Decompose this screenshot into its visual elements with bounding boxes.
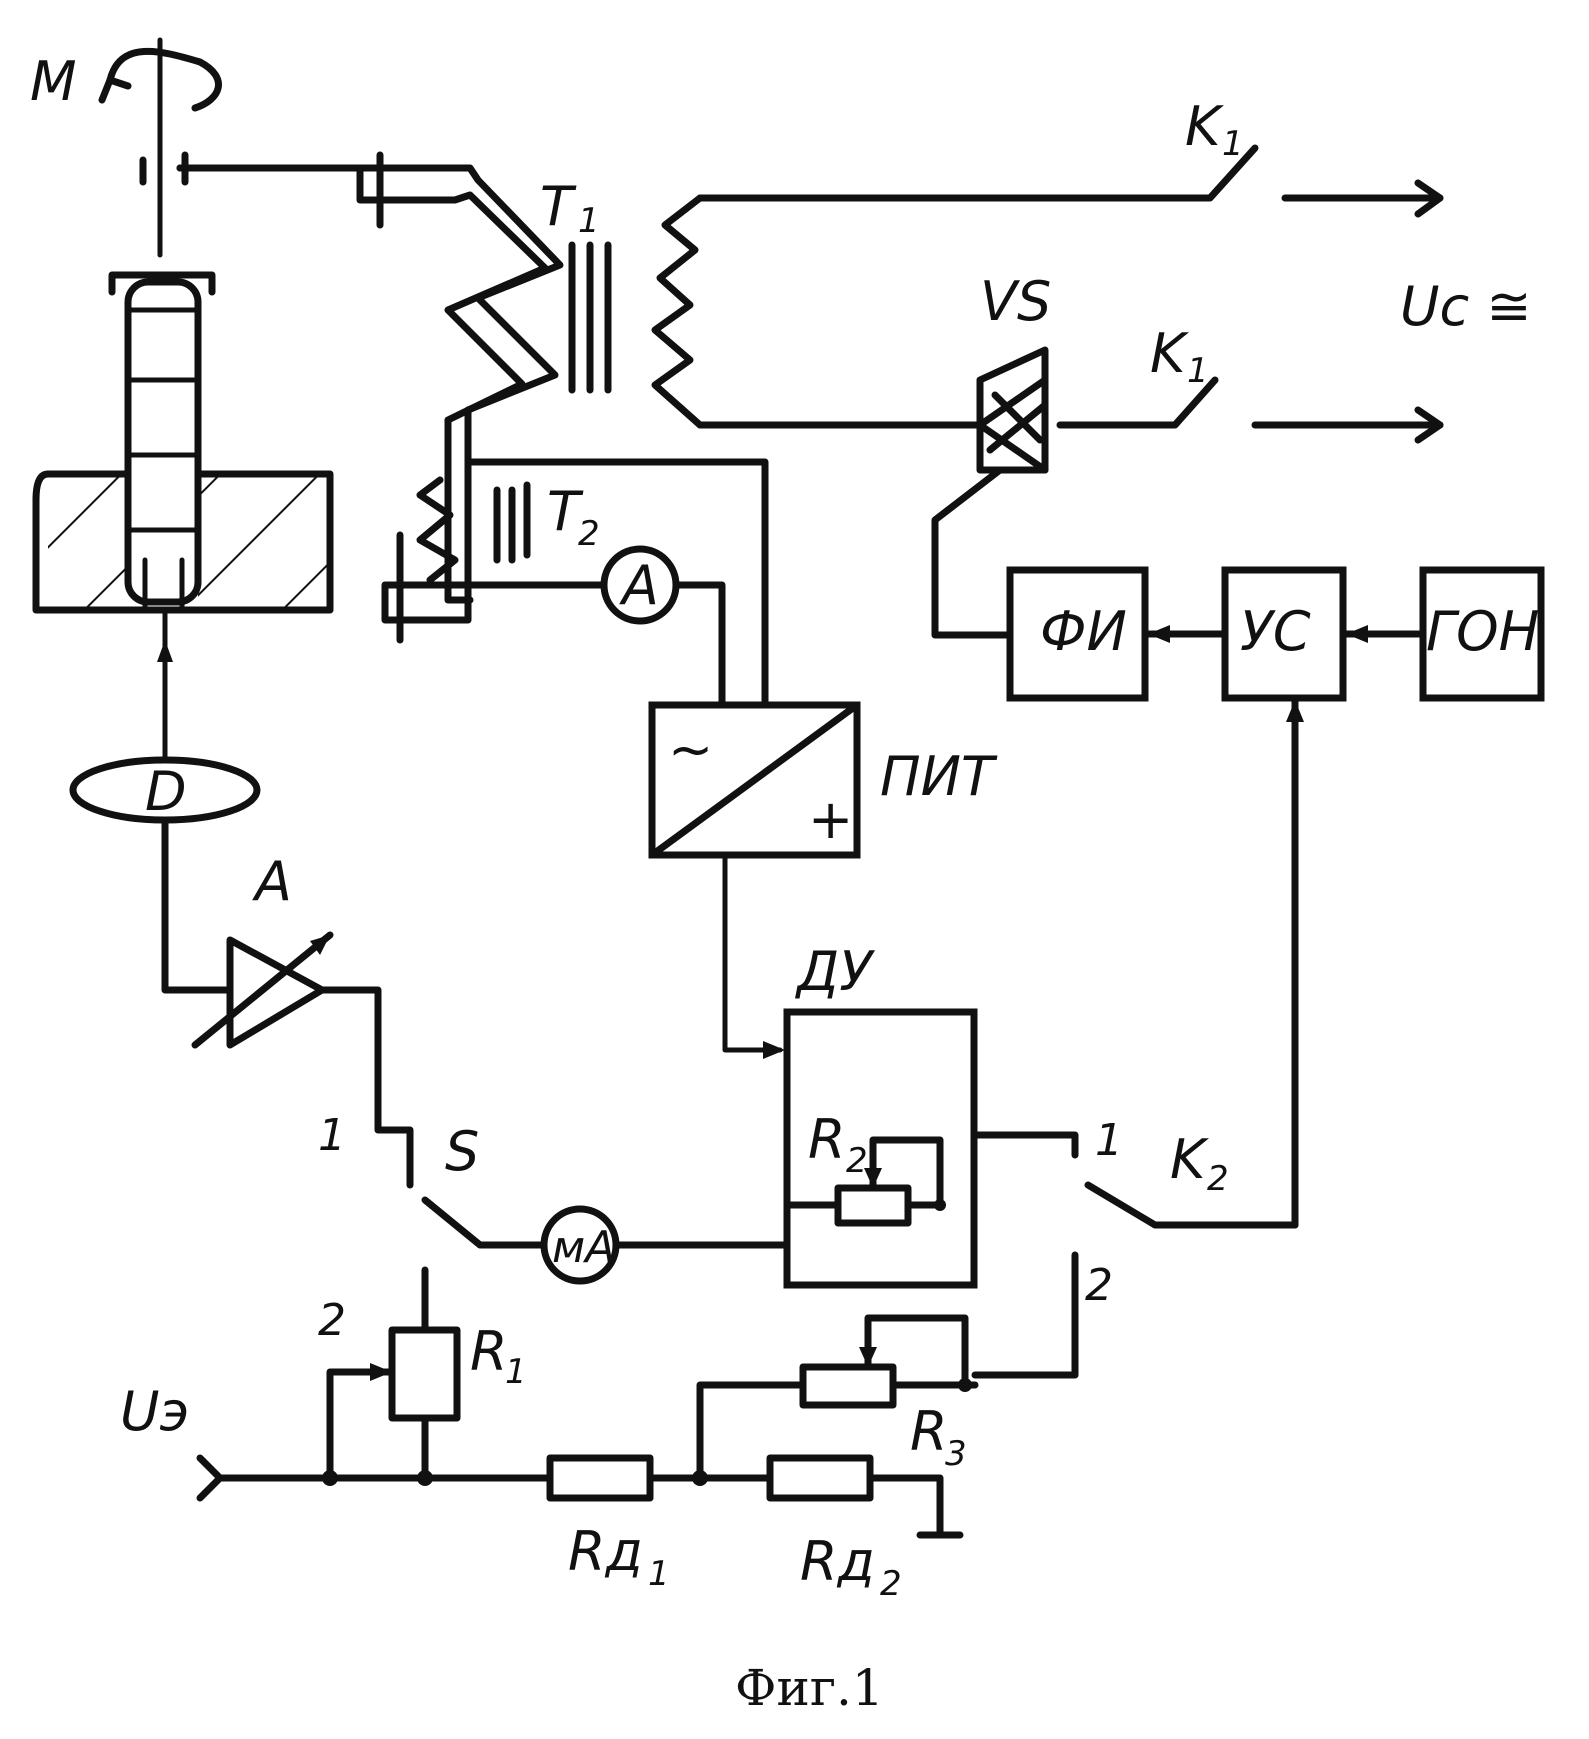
k1-bottom-label: K: [1150, 322, 1189, 385]
k2-sub: 2: [1207, 1159, 1229, 1199]
converter-ac: ~: [668, 718, 713, 781]
r1-label: R: [470, 1320, 508, 1383]
bolt: [128, 282, 198, 602]
milliammeter-label: мA: [552, 1222, 615, 1273]
rd2-sub: 2: [880, 1564, 902, 1604]
pulse-former-label: ФИ: [1040, 600, 1127, 663]
ammeter-label: A: [619, 554, 659, 617]
switch-s-label: S: [445, 1120, 479, 1183]
k1-top-label: K: [1185, 95, 1224, 158]
control-chain: ФИ УС ГОН: [1010, 570, 1541, 1225]
k2-pos1: 1: [1095, 1115, 1123, 1166]
control-device-label: ДУ: [795, 940, 875, 1003]
control-unit-label: УС: [1240, 600, 1311, 663]
k1-top-sub: 1: [1222, 124, 1244, 164]
rd2-label: Rд: [800, 1530, 875, 1593]
k1-bottom-sub: 1: [1187, 351, 1209, 391]
sensor-label: D: [145, 760, 187, 823]
resistor-network: 2 R 1 Uэ Rд 1 Rд 2 R 3: [120, 1270, 975, 1604]
control-device: ДУ R 2: [787, 940, 974, 1285]
motor-label: M: [30, 50, 77, 113]
rotation-arrow: [110, 51, 219, 108]
vs-label: VS: [980, 270, 1051, 333]
r2-label: R: [808, 1108, 846, 1171]
power-converter-label: ПИТ: [880, 745, 998, 808]
switch-s-pos1: 1: [318, 1110, 346, 1161]
t1-label: T: [540, 175, 577, 238]
k2-pos2: 2: [1085, 1260, 1113, 1311]
r3-sub: 3: [945, 1434, 967, 1474]
rd1-label: Rд: [568, 1520, 643, 1583]
t1-sub: 1: [578, 201, 600, 241]
r1-sub: 1: [505, 1352, 527, 1392]
r1-resistor: [392, 1330, 457, 1418]
r3-resistor: [803, 1367, 893, 1405]
rd1-resistor: [550, 1458, 650, 1498]
rd1-sub: 1: [648, 1554, 670, 1594]
ref-voltage-label: Uэ: [120, 1380, 189, 1443]
r2-sub: 2: [846, 1141, 868, 1181]
amplifier-label: A: [252, 850, 292, 913]
sense-circuit: T 2 A ~ + ПИТ: [400, 462, 998, 1059]
t1-primary: [655, 198, 700, 425]
r3-label: R: [910, 1400, 948, 1463]
figure-caption: Фиг.1: [735, 1659, 884, 1717]
rd2-resistor: [770, 1458, 870, 1498]
switch-k2: 1 K 2 2: [974, 1115, 1295, 1375]
t2-sub: 2: [578, 514, 600, 554]
supply-voltage-label: Uc ≅: [1400, 275, 1532, 338]
supply-lines: K 1 K 1 Uc ≅: [700, 95, 1532, 440]
reference-gen-label: ГОН: [1426, 600, 1539, 663]
mechanical-assembly: M: [30, 40, 330, 760]
converter-dc: +: [808, 788, 853, 851]
switch-s-pos2: 2: [318, 1295, 346, 1346]
k2-label: K: [1170, 1128, 1209, 1191]
